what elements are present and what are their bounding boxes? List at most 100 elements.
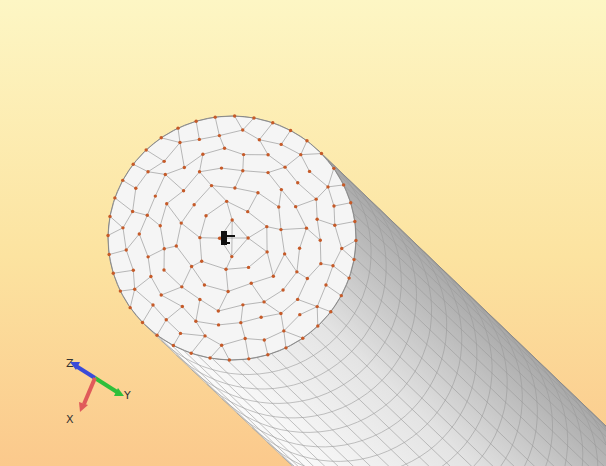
mesh-line [306,228,320,240]
mesh-line [328,168,334,187]
mesh-line [241,305,243,323]
mesh-line [264,340,268,355]
mesh-node [233,186,236,189]
mesh-line [267,252,273,276]
symbol-arm [226,235,235,237]
mesh-node [180,221,183,224]
mesh-node [266,171,269,174]
mesh-line [198,355,606,466]
mesh-line [268,167,285,172]
mesh-node [112,272,115,275]
mesh-node [146,170,149,173]
mesh-node [176,126,179,129]
mesh-node [296,298,299,301]
mesh-line [178,128,180,142]
mesh-node [172,344,175,347]
mesh-node [241,303,244,306]
mesh-line [259,123,272,140]
mesh-line [335,221,355,225]
mesh-line [146,150,164,161]
mesh-ring [108,116,356,360]
mesh-node [295,270,298,273]
mesh-line [212,186,227,202]
mesh-line [354,257,606,466]
silhouette-line [318,150,606,466]
mesh-node [128,306,131,309]
mesh-line [279,190,282,207]
mesh-line [267,227,281,230]
y-arrowhead [114,388,124,396]
mesh-ring [373,367,583,466]
mesh-node [247,357,250,360]
mesh-node [315,305,318,308]
mesh-node [279,228,282,231]
mesh-line [321,264,333,266]
mesh-ring [160,168,306,311]
mesh-line [219,136,224,149]
mesh-ring [449,440,606,466]
mesh-node [155,333,158,336]
mesh-line [298,341,606,466]
mesh-node [316,324,319,327]
mesh-node [241,169,244,172]
mesh-node [208,356,211,359]
mesh-line [298,299,318,306]
mesh-node [259,316,262,319]
mesh-ring [464,454,606,466]
mesh-line [181,223,200,238]
mesh-line [285,348,606,466]
mesh-line [227,360,606,466]
mesh-line [200,172,212,186]
mesh-node [198,236,201,239]
mesh-node [198,170,201,173]
mesh-node [223,147,226,150]
mesh-node [194,120,197,123]
mesh-node [138,232,141,235]
mesh-ring [358,353,568,466]
mesh-line [281,228,306,229]
mesh-line [301,154,322,155]
mesh-line [210,345,222,358]
axis-label: Y [124,390,131,402]
mesh-line [317,219,335,225]
y-axis [95,378,117,392]
mesh-node [284,346,287,349]
mesh-line [170,344,606,466]
mesh-node [332,167,335,170]
mesh-node [342,183,345,186]
mesh-node [281,288,284,291]
mesh-line [297,272,307,279]
mesh-line [126,234,139,250]
mesh-line [331,311,606,466]
mesh-node [108,215,111,218]
mesh-node [314,197,317,200]
mesh-ring [313,309,523,466]
mesh-node [159,224,162,227]
mesh-line [196,299,200,321]
mesh-node [324,283,327,286]
mesh-node [113,196,116,199]
mesh-line [285,155,301,167]
mesh-node [121,179,124,182]
mesh-node [194,320,197,323]
mesh-line [133,164,148,171]
mesh-ring [418,411,606,466]
mesh-line [218,291,228,311]
mesh-node [181,305,184,308]
mesh-line [161,138,180,143]
mesh-node [213,115,216,118]
mesh-node [349,201,352,204]
mesh-line [264,302,281,314]
mesh-node [228,358,231,361]
mesh-line [135,277,151,290]
mesh-node [131,210,134,213]
mesh-node [294,205,297,208]
mesh-node [298,313,301,316]
mesh-line [284,331,286,348]
mesh-line [148,249,164,257]
mesh-line [164,246,176,249]
mesh-line [316,187,328,199]
mesh-node [279,312,282,315]
mesh-node [298,247,301,250]
mesh-ring [343,338,553,466]
